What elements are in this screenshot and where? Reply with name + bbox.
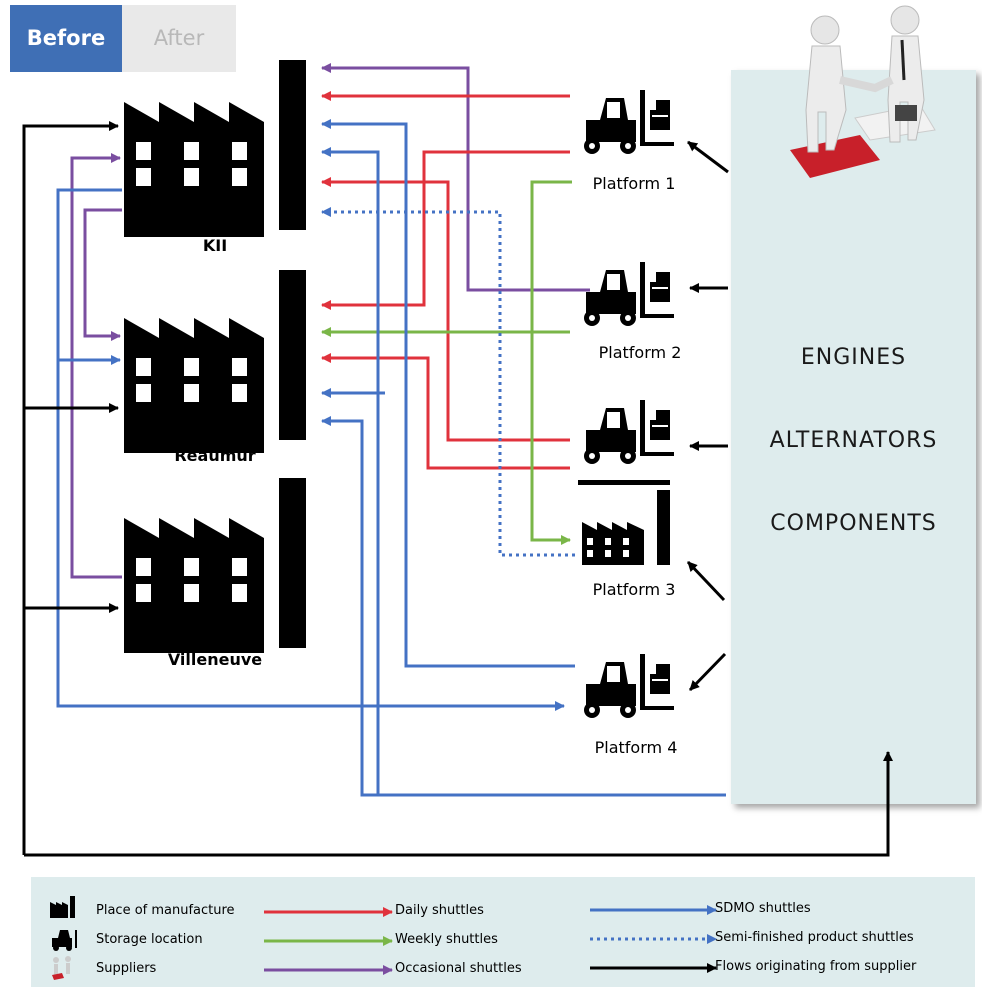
supplier-item-components: COMPONENTS <box>770 511 937 536</box>
platform-1-icon <box>583 89 675 155</box>
flow-supplier-p1 <box>687 140 729 174</box>
legend-semi-label: Semi-finished product shuttles <box>715 930 914 945</box>
flow-supplier-p4 <box>688 652 727 692</box>
flow-supplier-kii <box>22 121 119 855</box>
flow-occasional-p2-kii <box>321 63 590 292</box>
flow-supplier-p3 <box>686 560 726 602</box>
flow-sdmo-supplier-reaumur <box>321 416 726 797</box>
legend-panel <box>31 877 975 987</box>
platform-4-icon <box>583 653 675 719</box>
legend-daily-label: Daily shuttles <box>395 903 484 918</box>
platform-label-2: Platform 2 <box>598 343 682 362</box>
tab-after[interactable]: After <box>122 5 236 72</box>
legend-occasional-label: Occasional shuttles <box>395 961 522 976</box>
plant-label-reaumur: Réaumur <box>174 446 256 465</box>
legend-manufacture-icon <box>50 896 75 918</box>
flow-semi-finished-p3-kii <box>321 207 575 557</box>
flow-sdmo-p4-kii <box>321 119 575 668</box>
legend-weekly-label: Weekly shuttles <box>395 932 498 947</box>
legend-storage-label: Storage location <box>96 932 203 947</box>
supplier-panel <box>731 70 976 804</box>
flow-occasional-kii-reaumur <box>83 208 122 341</box>
legend-sdmo-label: SDMO shuttles <box>715 901 811 916</box>
flow-sdmo-kii-p4 <box>56 188 565 711</box>
legend-manufacture-label: Place of manufacture <box>96 903 235 918</box>
factory-kii <box>124 60 306 237</box>
platform-label-3: Platform 3 <box>592 580 676 599</box>
flow-daily-p1-reaumur <box>321 150 570 310</box>
legend-storage-icon <box>52 930 77 951</box>
platform-label-4: Platform 4 <box>594 738 678 757</box>
tab-before[interactable]: Before <box>10 5 122 72</box>
factory-villeneuve <box>124 478 306 653</box>
supplier-item-alternators: ALTERNATORS <box>769 428 938 453</box>
platform-3-icon <box>578 480 670 565</box>
legend-suppliers-icon <box>52 956 71 980</box>
plant-label-kii: KII <box>202 236 228 255</box>
flow-daily-forklift-kii <box>321 177 570 442</box>
factory-reaumur <box>124 270 306 453</box>
legend-suppliers-label: Suppliers <box>96 961 157 976</box>
legend-supplier-flow-label: Flows originating from supplier <box>715 959 917 974</box>
flow-sdmo-supplier-kii <box>321 147 380 795</box>
supplier-item-engines: ENGINES <box>800 345 907 370</box>
legend-graphics <box>50 896 717 980</box>
flow-return-to-supplier <box>24 751 893 857</box>
platform-label-1: Platform 1 <box>592 174 676 193</box>
platform-unnamed-forklift-icon <box>583 399 675 465</box>
flow-weekly-p1-p3 <box>530 180 572 545</box>
platform-2-icon <box>583 261 675 327</box>
flow-occasional-villeneuve-kii <box>70 153 122 579</box>
view-tabs: Before After <box>10 5 236 72</box>
suppliers-handshake-icon <box>790 5 936 178</box>
plant-label-villeneuve: Villeneuve <box>167 650 263 669</box>
